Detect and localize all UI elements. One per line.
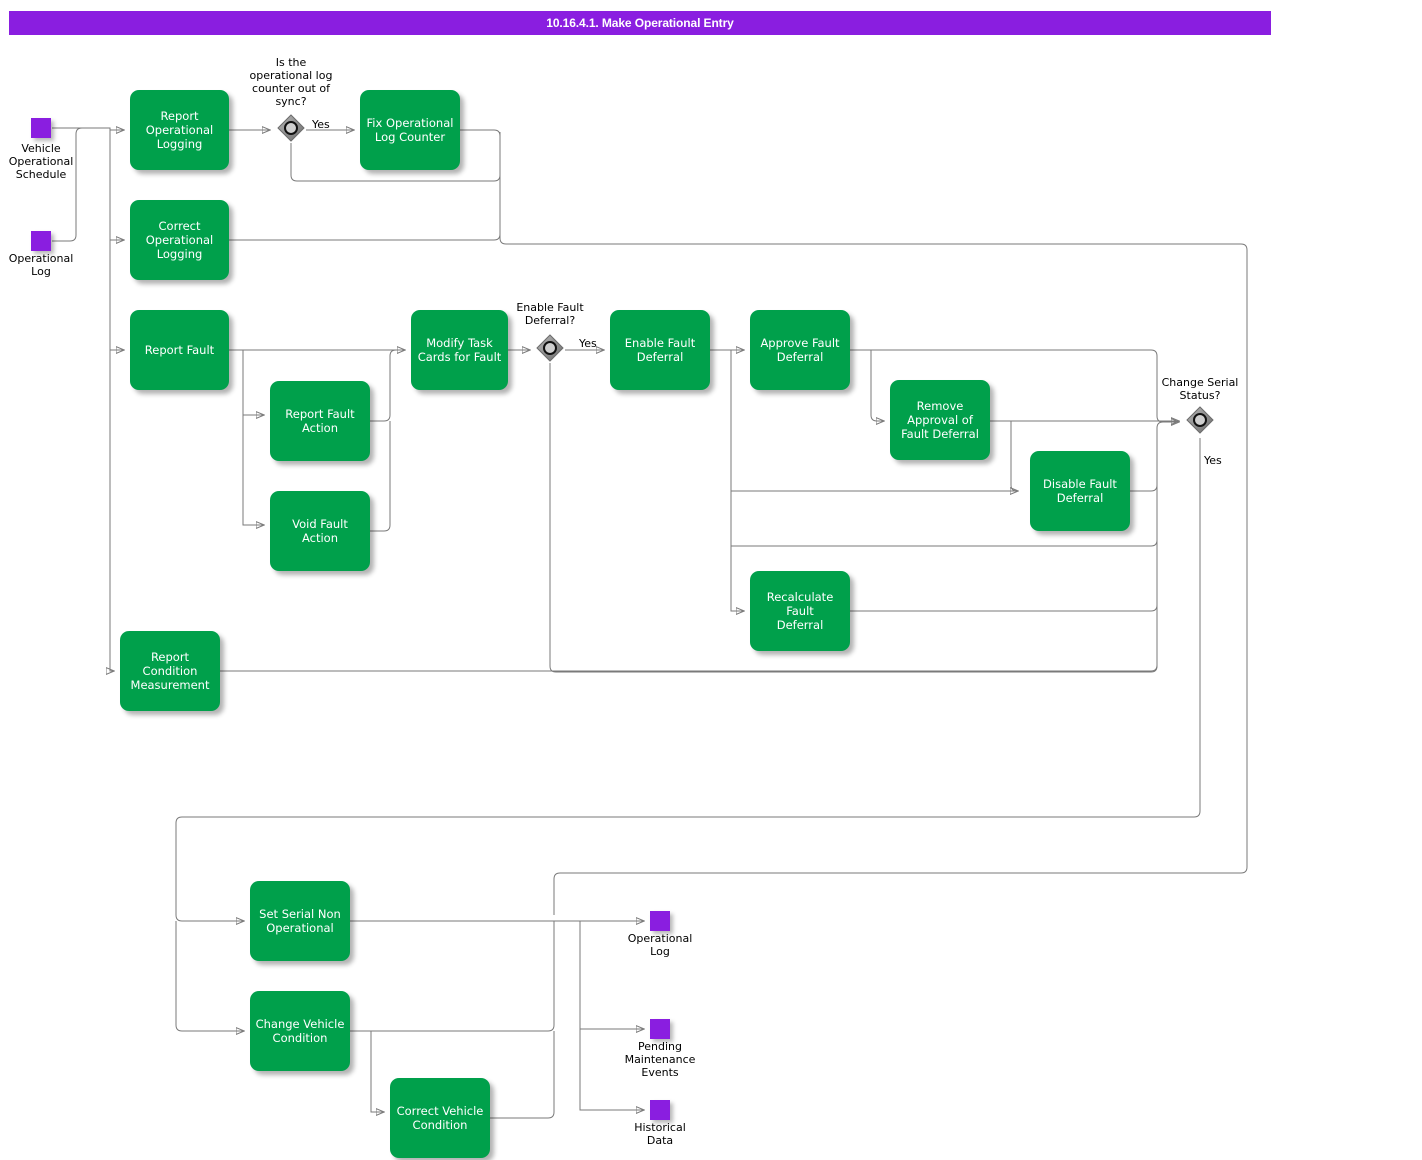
task-label: Correct Vehicle Condition xyxy=(396,1104,484,1132)
task-label: Void Fault Action xyxy=(292,517,348,545)
data-object-operational-log-input[interactable] xyxy=(31,231,51,251)
gateway-label-enable-fault-deferral: Enable Fault Deferral? xyxy=(516,301,584,327)
task-set-serial-non-operational[interactable]: Set Serial Non Operational xyxy=(250,881,350,961)
gateway-enable-fault-deferral-icon[interactable] xyxy=(535,333,565,363)
task-correct-operational-logging[interactable]: Correct Operational Logging xyxy=(130,200,229,280)
task-label: Correct Operational Logging xyxy=(145,219,214,261)
task-report-operational-logging[interactable]: Report Operational Logging xyxy=(130,90,229,170)
task-approve-fault-deferral[interactable]: Approve Fault Deferral xyxy=(750,310,850,390)
task-label: Report Fault xyxy=(144,343,215,357)
edge-label-yes-serial-status: Yes xyxy=(1204,454,1222,467)
data-object-pending-maintenance-events[interactable] xyxy=(650,1019,670,1039)
task-label: Report Operational Logging xyxy=(145,109,214,151)
task-change-vehicle-condition[interactable]: Change Vehicle Condition xyxy=(250,991,350,1071)
task-modify-task-cards-for-fault[interactable]: Modify Task Cards for Fault xyxy=(411,310,508,390)
edge-label-yes-fault-deferral: Yes xyxy=(579,337,597,350)
task-label: Modify Task Cards for Fault xyxy=(417,336,502,364)
data-object-operational-log-output[interactable] xyxy=(650,911,670,931)
task-report-fault[interactable]: Report Fault xyxy=(130,310,229,390)
task-void-fault-action[interactable]: Void Fault Action xyxy=(270,491,370,571)
task-disable-fault-deferral[interactable]: Disable Fault Deferral xyxy=(1030,451,1130,531)
task-label: Approve Fault Deferral xyxy=(760,336,840,364)
task-label: Enable Fault Deferral xyxy=(624,336,696,364)
task-label: Disable Fault Deferral xyxy=(1043,477,1117,505)
data-object-label-operational-log-input: Operational Log xyxy=(8,252,74,278)
gateway-change-serial-status-icon[interactable] xyxy=(1185,405,1215,435)
task-remove-approval-of-fault-deferral[interactable]: Remove Approval of Fault Deferral xyxy=(890,380,990,460)
task-label: Change Vehicle Condition xyxy=(255,1017,345,1045)
task-report-condition-measurement[interactable]: Report Condition Measurement xyxy=(120,631,220,711)
data-object-label-pending-maintenance-events: Pending Maintenance Events xyxy=(624,1040,696,1079)
task-label: Report Condition Measurement xyxy=(130,650,210,692)
task-enable-fault-deferral[interactable]: Enable Fault Deferral xyxy=(610,310,710,390)
data-object-label-historical-data: Historical Data xyxy=(634,1121,686,1147)
task-correct-vehicle-condition[interactable]: Correct Vehicle Condition xyxy=(390,1078,490,1158)
task-fix-operational-log-counter[interactable]: Fix Operational Log Counter xyxy=(360,90,460,170)
task-label: Fix Operational Log Counter xyxy=(366,116,454,144)
data-object-historical-data[interactable] xyxy=(650,1100,670,1120)
gateway-label-change-serial-status: Change Serial Status? xyxy=(1161,376,1239,402)
gateway-label-log-counter-sync: Is the operational log counter out of sy… xyxy=(249,56,333,108)
edge-label-yes-log-counter: Yes xyxy=(312,118,330,131)
task-label: Set Serial Non Operational xyxy=(259,907,341,935)
task-label: Remove Approval of Fault Deferral xyxy=(901,399,979,441)
task-recalculate-fault-deferral[interactable]: Recalculate Fault Deferral xyxy=(750,571,850,651)
page-title: 10.16.4.1. Make Operational Entry xyxy=(546,16,734,30)
diagram-title-bar: 10.16.4.1. Make Operational Entry xyxy=(9,11,1271,35)
gateway-log-counter-sync-icon[interactable] xyxy=(276,113,306,143)
data-object-label-vehicle-operational-schedule: Vehicle Operational Schedule xyxy=(8,142,74,181)
data-object-vehicle-operational-schedule[interactable] xyxy=(31,118,51,138)
task-report-fault-action[interactable]: Report Fault Action xyxy=(270,381,370,461)
task-label: Report Fault Action xyxy=(285,407,355,435)
data-object-label-operational-log-output: Operational Log xyxy=(627,932,693,958)
task-label: Recalculate Fault Deferral xyxy=(766,590,834,632)
